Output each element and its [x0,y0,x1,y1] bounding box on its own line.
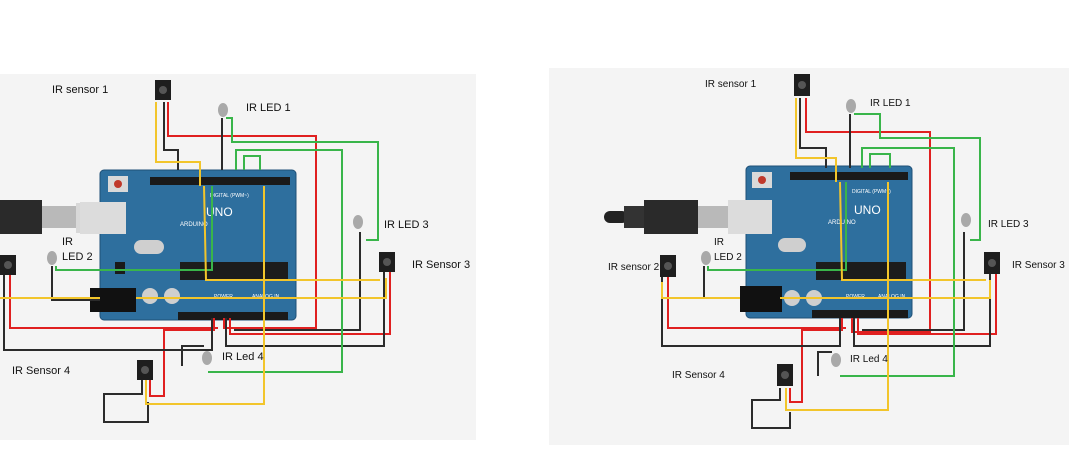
board-logo-right: UNO [854,203,881,217]
digital-header-label: DIGITAL (PWM~) [210,193,249,199]
ir-leds [47,103,363,365]
board-logo: UNO [206,205,233,219]
ir-sensor-3 [379,252,395,272]
ir-sensor-1 [155,80,171,100]
label-ir-sensor-1-right: IR sensor 1 [705,79,757,90]
ir-sensor-4 [137,360,153,380]
black-wires [3,102,385,423]
ir-led-4-right [831,353,841,367]
label-ir-led-3: IR LED 3 [384,219,429,231]
ir-sensor-4-right [777,364,793,386]
ir-led-4 [202,351,212,365]
label-ir-sensor-1: IR sensor 1 [52,84,108,96]
yellow-wires [0,102,387,405]
ir-led-1-right [846,99,856,113]
label-ir-sensor-4: IR Sensor 4 [12,365,70,377]
ir-led-2-right [701,251,711,265]
label-ir-led-2-line2: LED 2 [62,251,93,263]
board-brand: ARDUINO [180,222,208,228]
ir-sensor-2 [0,255,16,275]
left-circuit: UNO ARDUINO DIGITAL (PWM~) POWER ANALOG … [0,80,470,423]
label-ir-sensor-3: IR Sensor 3 [412,259,470,271]
label-ir-sensor-4-right: IR Sensor 4 [672,370,725,381]
ir-sensor-2-right [660,255,676,277]
label-ir-led-1-right: IR LED 1 [870,98,911,109]
red-wires [9,102,391,397]
label-ir-led-2-line1: IR [62,236,73,248]
ir-led-3-right [961,213,971,227]
ir-led-2 [47,251,57,265]
label-ir-led-1: IR LED 1 [246,102,291,114]
ir-leds-right [701,99,971,367]
red-wires-right [667,98,997,403]
label-ir-led-4-right: IR Led 4 [850,354,888,365]
label-ir-led-2-line2-right: LED 2 [714,252,742,263]
right-circuit: UNO ARDUINO DIGITAL (PWM~) POWER ANALOG … [604,74,1065,429]
label-ir-sensor-3-right: IR Sensor 3 [1012,260,1065,271]
label-ir-led-2-line1-right: IR [714,237,724,248]
yellow-wires-right [661,98,991,411]
label-ir-led-3-right: IR LED 3 [988,219,1029,230]
ir-led-3 [353,215,363,229]
arduino-board: UNO ARDUINO DIGITAL (PWM~) POWER ANALOG … [80,169,297,321]
ir-led-1 [218,103,228,117]
arduino-board-right: UNO ARDUINO DIGITAL (PWM~) POWER ANALOG … [728,165,913,319]
digital-header-label-right: DIGITAL (PWM~) [852,189,891,195]
label-ir-led-4: IR Led 4 [222,351,264,363]
green-wires-right [707,113,981,377]
label-ir-sensor-2-right: IR sensor 2 [608,262,660,273]
board-brand-right: ARDUINO [828,220,856,226]
ir-sensor-1-right [794,74,810,96]
ir-sensor-3-right [984,252,1000,274]
green-wires [55,117,379,373]
